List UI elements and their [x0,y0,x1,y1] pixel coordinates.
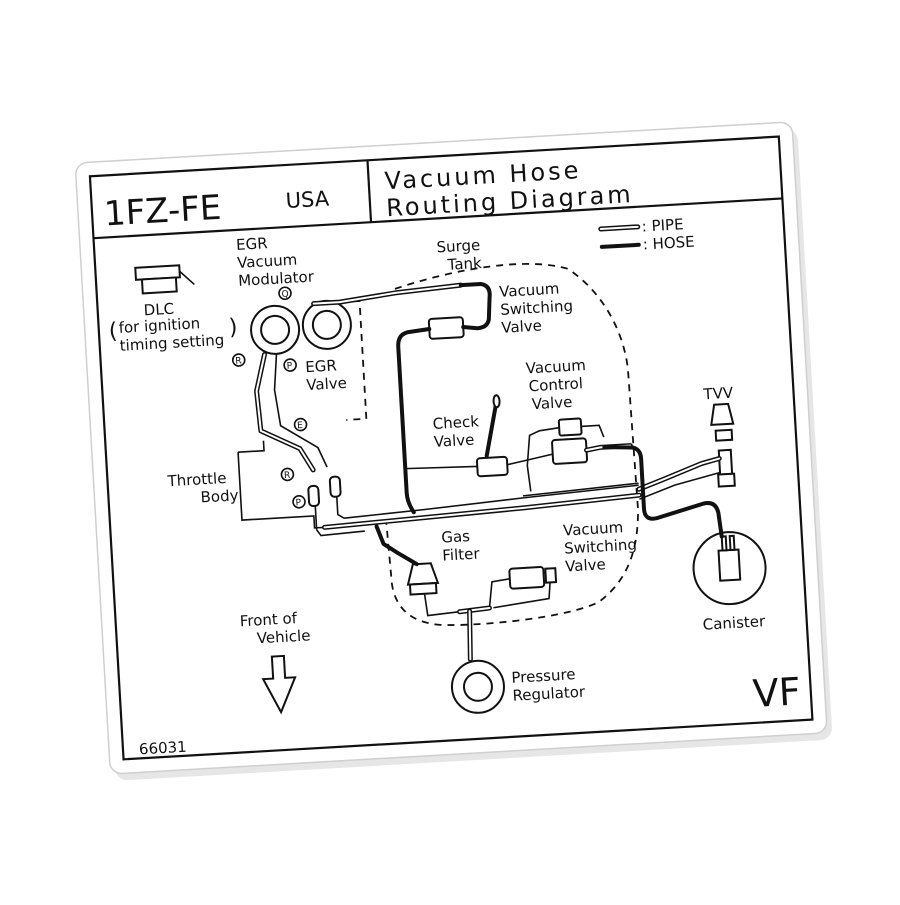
tvv: TVV [702,384,736,488]
hose-surge-vsv [458,281,492,331]
vsv-lower-label-3: Valve [565,555,607,575]
tvv-icon [710,402,735,426]
part-number: 66031 [138,738,187,759]
throttle-body: Throttle Body [166,440,353,529]
vsv-upper-icon [427,316,465,340]
port-p-lower-icon [292,494,306,509]
gas-filter: Gas Filter [406,527,481,596]
port-r-upper-icon [231,353,246,367]
pressure-regulator-label-2: Regulator [512,683,586,705]
model-code: 1FZ-FE [103,188,222,235]
legend: : PIPE : HOSE [598,215,695,254]
port-r-lower-label: R [284,471,291,481]
throttle-body-label-1: Throttle [166,469,227,490]
check-valve-icon [475,455,509,478]
vsv-lower-icon [508,566,546,590]
header-separator [366,160,373,223]
legend-pipe-label: : PIPE [641,215,684,235]
port-markers: Q R P E R P [231,286,308,509]
dlc-note-line-2: timing setting [119,331,225,355]
egr-valve-label-2: Valve [306,374,348,394]
vcv-label-1: Vacuum [525,356,586,377]
port-r-upper-label: R [235,356,242,366]
canister-label: Canister [702,612,766,634]
port-p-lower-label: P [295,498,302,508]
check-valve-label-2: Valve [433,431,475,451]
port-r-lower-icon [280,467,295,482]
egr-modulator-label-1: EGR [236,234,269,254]
vsv-upper-label-1: Vacuum [499,279,560,300]
diagram-frame [88,135,814,761]
hose-vcv-canister [602,445,724,539]
legend-hose-label: : HOSE [642,233,695,254]
front-label-1: Front of [239,609,298,630]
port-e-label: E [297,421,304,431]
gas-filter-label-2: Filter [442,544,481,564]
port-e-icon [293,417,308,432]
canister: Canister [692,531,767,634]
port-q-label: Q [281,290,289,300]
dlc-note-line-1: for ignition [118,314,200,337]
vcv-icon [551,437,589,465]
port-p-upper-label: P [286,361,293,371]
throttle-body-label-2: Body [200,486,239,506]
vcv-label-3: Valve [531,393,573,413]
throttle-port-1 [328,475,342,498]
legend-hose-swatch [599,242,641,249]
pressure-regulator: Pressure Regulator [450,659,586,714]
vcv-label-2: Control [528,374,583,395]
hose-vsv-down [396,326,432,515]
region-label: USA [285,187,330,213]
svg-text:(: ( [108,319,118,344]
vf-code: VF [752,669,802,716]
egr-modulator-label-2: Vacuum [237,251,298,272]
check-valve-label-1: Check [432,412,479,433]
sticker-background [75,121,828,775]
tvv-label: TVV [702,384,734,404]
surge-tank-boundary [385,263,639,626]
svg-text:): ) [228,315,238,340]
vsv-upper-label-2: Switching [500,297,574,319]
throttle-port-2 [307,484,321,507]
dlc-label: DLC [143,300,174,320]
port-p-upper-icon [283,358,297,372]
egr-modulator-label-3: Modulator [238,268,315,290]
vsv-lower-label-2: Switching [564,535,638,557]
front-arrow-icon [261,654,297,715]
gas-filter-label-1: Gas [441,527,471,547]
port-q-icon [278,286,292,301]
surge-tank-label-2: Tank [446,254,482,274]
front-of-vehicle: Front of Vehicle [239,609,311,715]
egr-valve-label-1: EGR [305,356,338,376]
pressure-regulator-label-1: Pressure [511,665,576,687]
vsv-upper-label-3: Valve [501,317,543,337]
vsv-lower-label-1: Vacuum [563,518,624,539]
front-label-2: Vehicle [256,626,311,647]
routing-lines [254,281,724,662]
dlc-connector: DLC ( for ignition timing setting ) [108,264,238,355]
surge-tank-label-1: Surge [436,236,481,256]
header-divider [93,197,783,240]
